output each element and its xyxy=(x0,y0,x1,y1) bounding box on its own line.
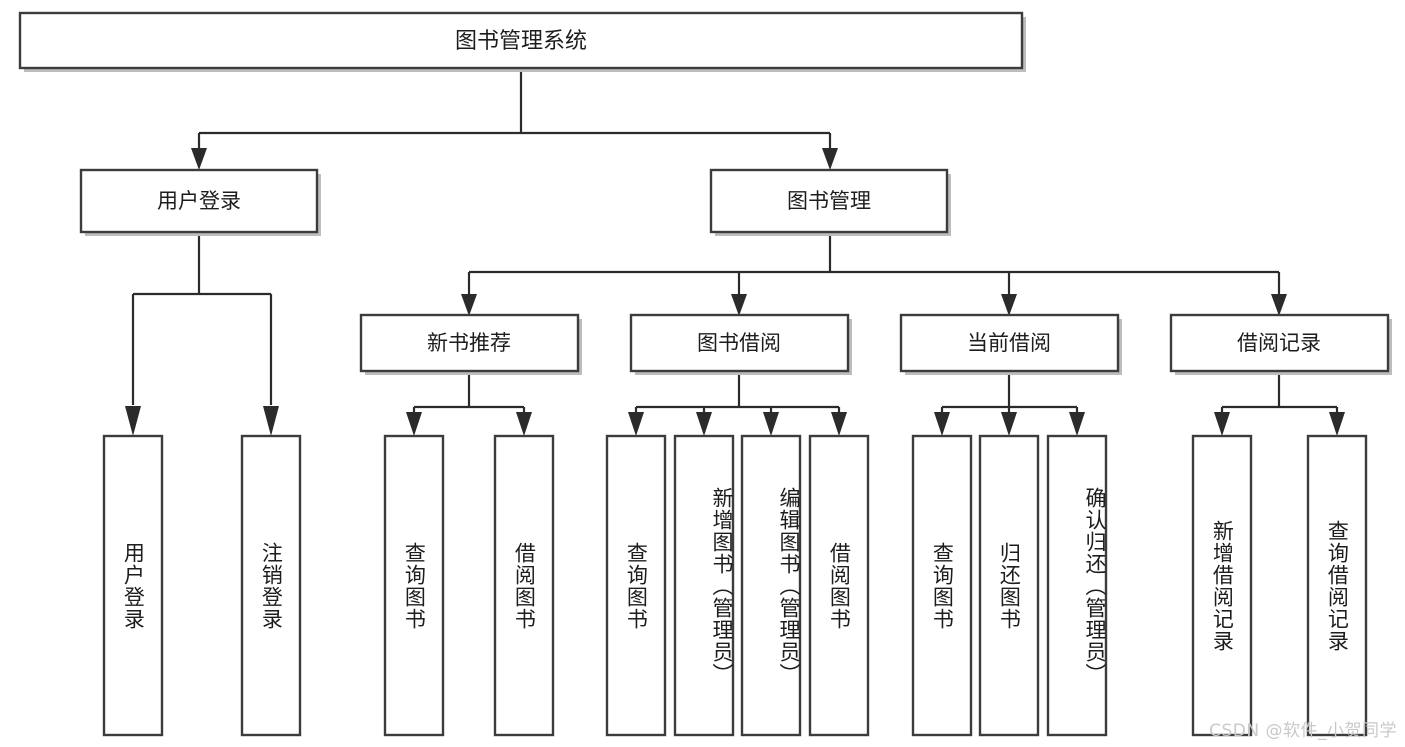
arrow-bookmgmt-to-newbook xyxy=(461,294,477,316)
node-book-borrow[interactable]: 图书借阅 xyxy=(629,313,852,375)
arrow-record-leaf-1 xyxy=(1214,412,1230,436)
node-user-login-label: 用户登录 xyxy=(157,189,241,213)
node-current-borrow-label: 当前借阅 xyxy=(967,331,1051,355)
node-book-management[interactable]: 图书管理 xyxy=(709,168,951,236)
leaf-box-book-borrow-2[interactable] xyxy=(673,434,735,737)
leaf-box-new-book-2[interactable] xyxy=(493,434,555,737)
connector-group-borrow xyxy=(628,375,847,436)
node-book-management-label: 图书管理 xyxy=(787,189,871,213)
connector-group-newbook xyxy=(406,375,532,436)
node-user-login-box[interactable] xyxy=(79,168,319,234)
connector-group-root xyxy=(191,68,838,170)
leaf-box-current-borrow-2[interactable] xyxy=(978,434,1040,737)
node-borrow-record[interactable]: 借阅记录 xyxy=(1169,313,1392,375)
node-current-borrow[interactable]: 当前借阅 xyxy=(899,313,1122,375)
node-book-management-box[interactable] xyxy=(709,168,949,234)
arrow-current-leaf-1 xyxy=(934,412,950,436)
connector-group-record xyxy=(1214,375,1345,436)
csdn-watermark: CSDN @软件_小贺同学 xyxy=(1209,721,1397,741)
connector-group-userlogin xyxy=(125,232,279,436)
arrow-current-leaf-3 xyxy=(1069,412,1085,436)
connector-group-bookmgmt xyxy=(461,232,1287,316)
node-current-borrow-box[interactable] xyxy=(899,313,1120,373)
arrow-newbook-leaf-2 xyxy=(516,412,532,436)
node-new-book-recommend-box[interactable] xyxy=(359,313,580,373)
arrow-current-leaf-2 xyxy=(1001,412,1017,436)
arrow-borrow-leaf-3 xyxy=(763,412,779,436)
node-root[interactable]: 图书管理系统 xyxy=(18,11,1026,72)
connector-group-current xyxy=(934,375,1085,436)
leaf-box-user-login-1[interactable] xyxy=(102,434,164,737)
arrow-root-to-userlogin xyxy=(191,148,207,170)
leaf-box-borrow-record-1[interactable] xyxy=(1191,434,1253,737)
arrow-bookmgmt-to-record xyxy=(1271,294,1287,316)
node-borrow-record-label: 借阅记录 xyxy=(1237,331,1321,355)
arrow-newbook-leaf-1 xyxy=(406,412,422,436)
arrow-userlogin-leaf-1 xyxy=(125,406,141,436)
node-borrow-record-box[interactable] xyxy=(1169,313,1390,373)
arrow-bookmgmt-to-current xyxy=(1001,294,1017,316)
leaf-box-current-borrow-3[interactable] xyxy=(1046,434,1108,737)
leaf-box-user-login-2[interactable] xyxy=(240,434,302,737)
leaf-box-book-borrow-3[interactable] xyxy=(740,434,802,737)
leaf-box-new-book-1[interactable] xyxy=(383,434,445,737)
node-book-borrow-box[interactable] xyxy=(629,313,850,373)
leaf-box-borrow-record-2[interactable] xyxy=(1306,434,1368,737)
arrow-borrow-leaf-2 xyxy=(696,412,712,436)
leaf-box-current-borrow-1[interactable] xyxy=(911,434,973,737)
arrow-record-leaf-2 xyxy=(1329,412,1345,436)
node-new-book-recommend-label: 新书推荐 xyxy=(427,331,511,355)
arrow-userlogin-leaf-2 xyxy=(263,406,279,436)
node-root-box[interactable] xyxy=(18,11,1024,70)
arrow-borrow-leaf-4 xyxy=(831,412,847,436)
leaf-box-book-borrow-1[interactable] xyxy=(605,434,667,737)
node-new-book-recommend[interactable]: 新书推荐 xyxy=(359,313,582,375)
arrow-bookmgmt-to-borrow xyxy=(731,294,747,316)
node-root-label: 图书管理系统 xyxy=(455,29,587,54)
node-user-login[interactable]: 用户登录 xyxy=(79,168,321,236)
arrow-root-to-bookmgmt xyxy=(822,148,838,170)
arrow-borrow-leaf-1 xyxy=(628,412,644,436)
leaf-box-book-borrow-4[interactable] xyxy=(808,434,870,737)
node-book-borrow-label: 图书借阅 xyxy=(697,331,781,355)
